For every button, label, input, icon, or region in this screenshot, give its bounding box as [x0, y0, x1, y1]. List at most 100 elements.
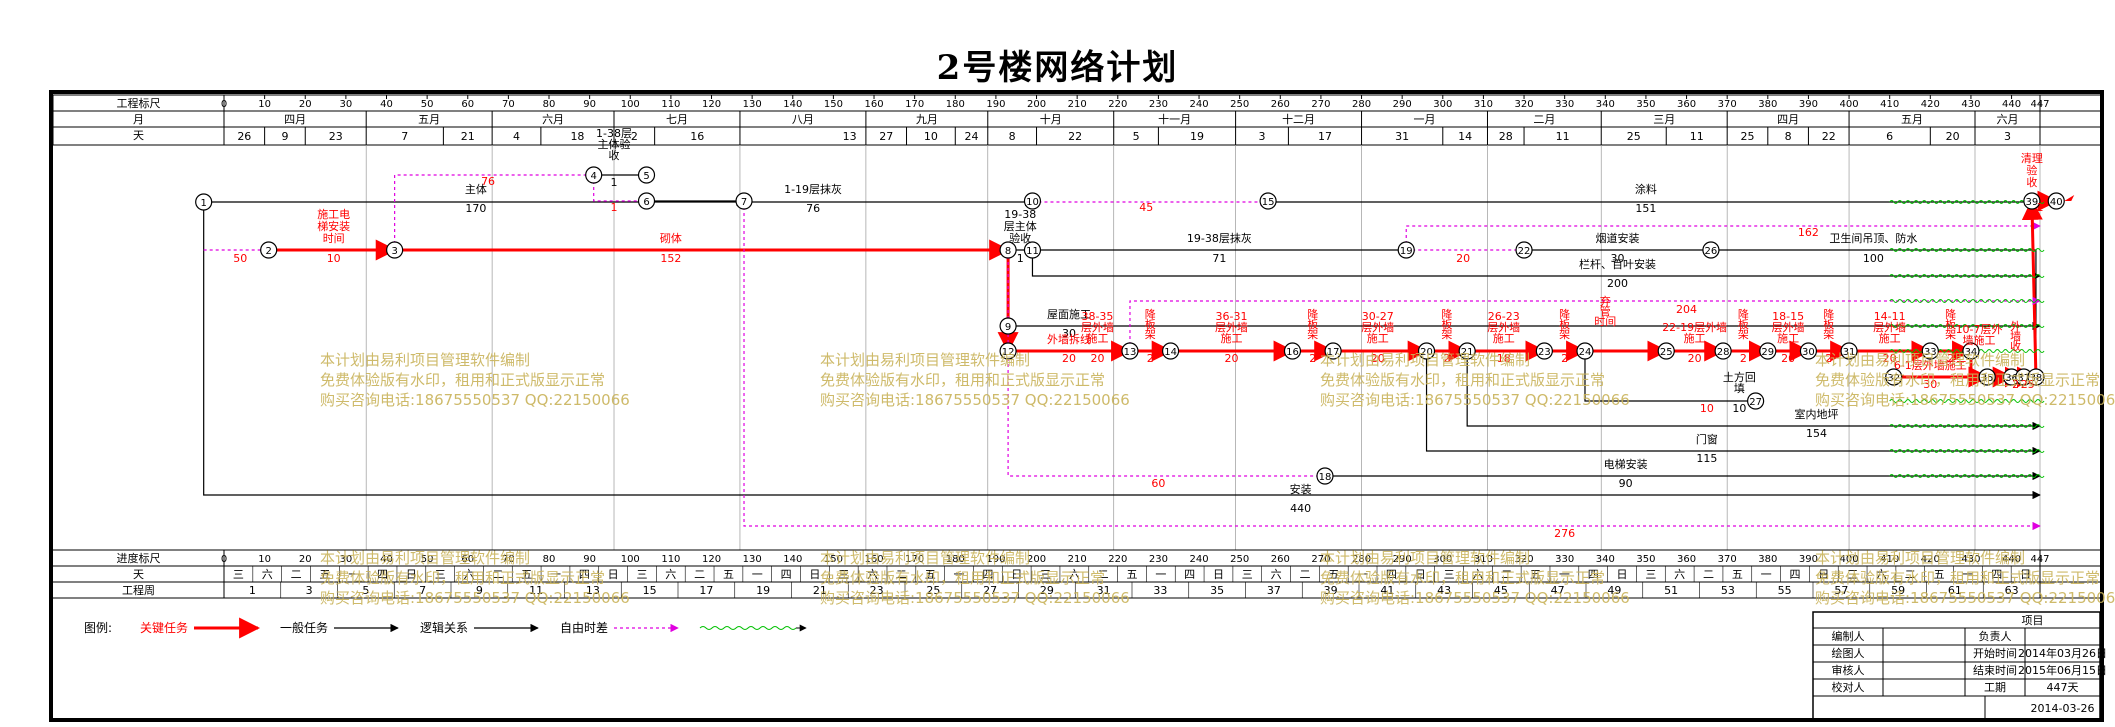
event-node: 9 [999, 317, 1017, 335]
scale-label: 430 [1961, 99, 1980, 110]
weekday-label: 日 [406, 568, 417, 581]
month-label: 十二月 [1282, 112, 1315, 126]
month-label: 五月 [1901, 113, 1923, 126]
weekday-label: 一 [1559, 568, 1570, 581]
activity-label: 施工 [1221, 332, 1243, 345]
weekday-label: 三 [1444, 568, 1455, 581]
activity-label: 板 [1559, 317, 1570, 331]
slack-wave [1889, 424, 2045, 428]
scale-label: 80 [543, 99, 556, 110]
legend-label: 关键任务 [140, 620, 188, 635]
activity-label: 板 [1145, 317, 1156, 331]
month-label: 四月 [1777, 113, 1799, 126]
scale-label: 270 [1311, 554, 1330, 565]
activity-label: 卫生间吊顶、防水 [1829, 231, 1917, 245]
event-node-id: 21 [1461, 347, 1474, 358]
event-node-id: 39 [2026, 197, 2039, 208]
activity-label: 架 [1441, 328, 1452, 341]
day-label: 3 [2004, 130, 2011, 143]
scale-label: 90 [583, 554, 596, 565]
event-node-id: 13 [1124, 347, 1137, 358]
week-label: 53 [1721, 584, 1735, 597]
weekday-label: 六 [665, 568, 676, 581]
weekday-label: 一 [1962, 568, 1973, 581]
event-node: 39 [2023, 192, 2041, 210]
weekday-label: 日 [2020, 568, 2031, 581]
activity-label: 室内地坪 [1795, 407, 1839, 421]
activity-label: 施工 [1684, 332, 1706, 345]
event-node-circle [735, 192, 753, 210]
event-node: 12 [999, 342, 1017, 360]
week-label: 55 [1778, 584, 1792, 597]
activity-label: 施工电 [317, 208, 350, 221]
weekday-label: 二 [694, 568, 705, 581]
slack-wave [1889, 324, 2045, 328]
event-node: 7 [735, 192, 753, 210]
weekday-label: 五 [1127, 568, 1138, 581]
activity-label: 2 [1947, 352, 1954, 365]
activity-logic [203, 202, 2041, 500]
scale-label: 440 [2002, 554, 2021, 565]
activity-label: 60 [1151, 477, 1165, 490]
scale-label: 100 [621, 554, 640, 565]
activity-label: 204 [1676, 303, 1697, 316]
week-label: 11 [529, 584, 543, 597]
weekday-label: 四 [579, 568, 590, 581]
weekday-label: 五 [1732, 568, 1743, 581]
activity-label: 20 [1090, 352, 1104, 365]
scale-label: 250 [1230, 554, 1249, 565]
day-label: 8 [1009, 130, 1016, 143]
activity-label: 170 [465, 202, 486, 215]
scale-label: 190 [986, 554, 1005, 565]
event-node-id: 3 [391, 246, 397, 257]
month-label: 三月 [1653, 113, 1675, 126]
event-node-circle [1714, 342, 1732, 360]
week-label: 13 [586, 584, 600, 597]
activity-label: 降 [1307, 307, 1318, 321]
week-label: 31 [1097, 584, 1111, 597]
event-node-circle [1259, 192, 1277, 210]
slack-wave [1889, 449, 2045, 453]
weekday-label: 六 [867, 568, 878, 581]
event-node-circle [1316, 467, 1334, 485]
event-node-circle [260, 241, 278, 259]
scale-label: 170 [905, 554, 924, 565]
watermark-line: 免费体验版有水印，租用和正式版显示正常 [1320, 371, 1606, 389]
activity-label: 10 [1732, 402, 1746, 415]
activity-label: 2 [1309, 352, 1316, 365]
event-node-circle [637, 192, 656, 210]
info-cell: 工期 [1984, 681, 2006, 694]
event-node-circle [1921, 342, 1939, 360]
month-label: 七月 [666, 113, 688, 126]
scale-label: 210 [1068, 554, 1087, 565]
weekday-label: 四 [781, 568, 792, 581]
weekday-label: 三 [838, 568, 849, 581]
event-node-circle [1799, 342, 1818, 360]
scale-label: 380 [1758, 99, 1777, 110]
day-label: 5 [1133, 130, 1140, 143]
day-label: 2 [631, 130, 638, 143]
event-node: 31 [1840, 342, 1858, 360]
scale-label: 380 [1758, 554, 1777, 565]
event-node: 16 [1283, 342, 1302, 360]
day-label: 31 [1395, 130, 1409, 143]
day-label: 26 [237, 130, 251, 143]
activity-label: 架 [1738, 328, 1749, 341]
scale-label: 230 [1149, 554, 1168, 565]
weekday-label: 日 [1011, 568, 1022, 581]
weekday-label: 三 [1242, 568, 1253, 581]
week-label: 41 [1380, 584, 1394, 597]
scale-label: 0 [221, 554, 227, 565]
activity-label: 38-35 [1081, 310, 1113, 323]
weekday-label: 二 [1098, 568, 1109, 581]
weekday-label: 二 [1501, 568, 1512, 581]
scale-label: 150 [824, 554, 843, 565]
finish-flag [2064, 195, 2075, 201]
activity-label: 115 [1696, 452, 1717, 465]
activity-label: 降 [1441, 307, 1452, 321]
watermark-line: 购买咨询电话:18675550537 QQ:22150066 [820, 589, 1130, 607]
slack-wave [1889, 299, 2045, 303]
scale-label: 10 [258, 554, 271, 565]
activity-label: 440 [1290, 502, 1311, 515]
watermark-line: 免费体验版有水印，租用和正式版显示正常 [820, 371, 1106, 389]
